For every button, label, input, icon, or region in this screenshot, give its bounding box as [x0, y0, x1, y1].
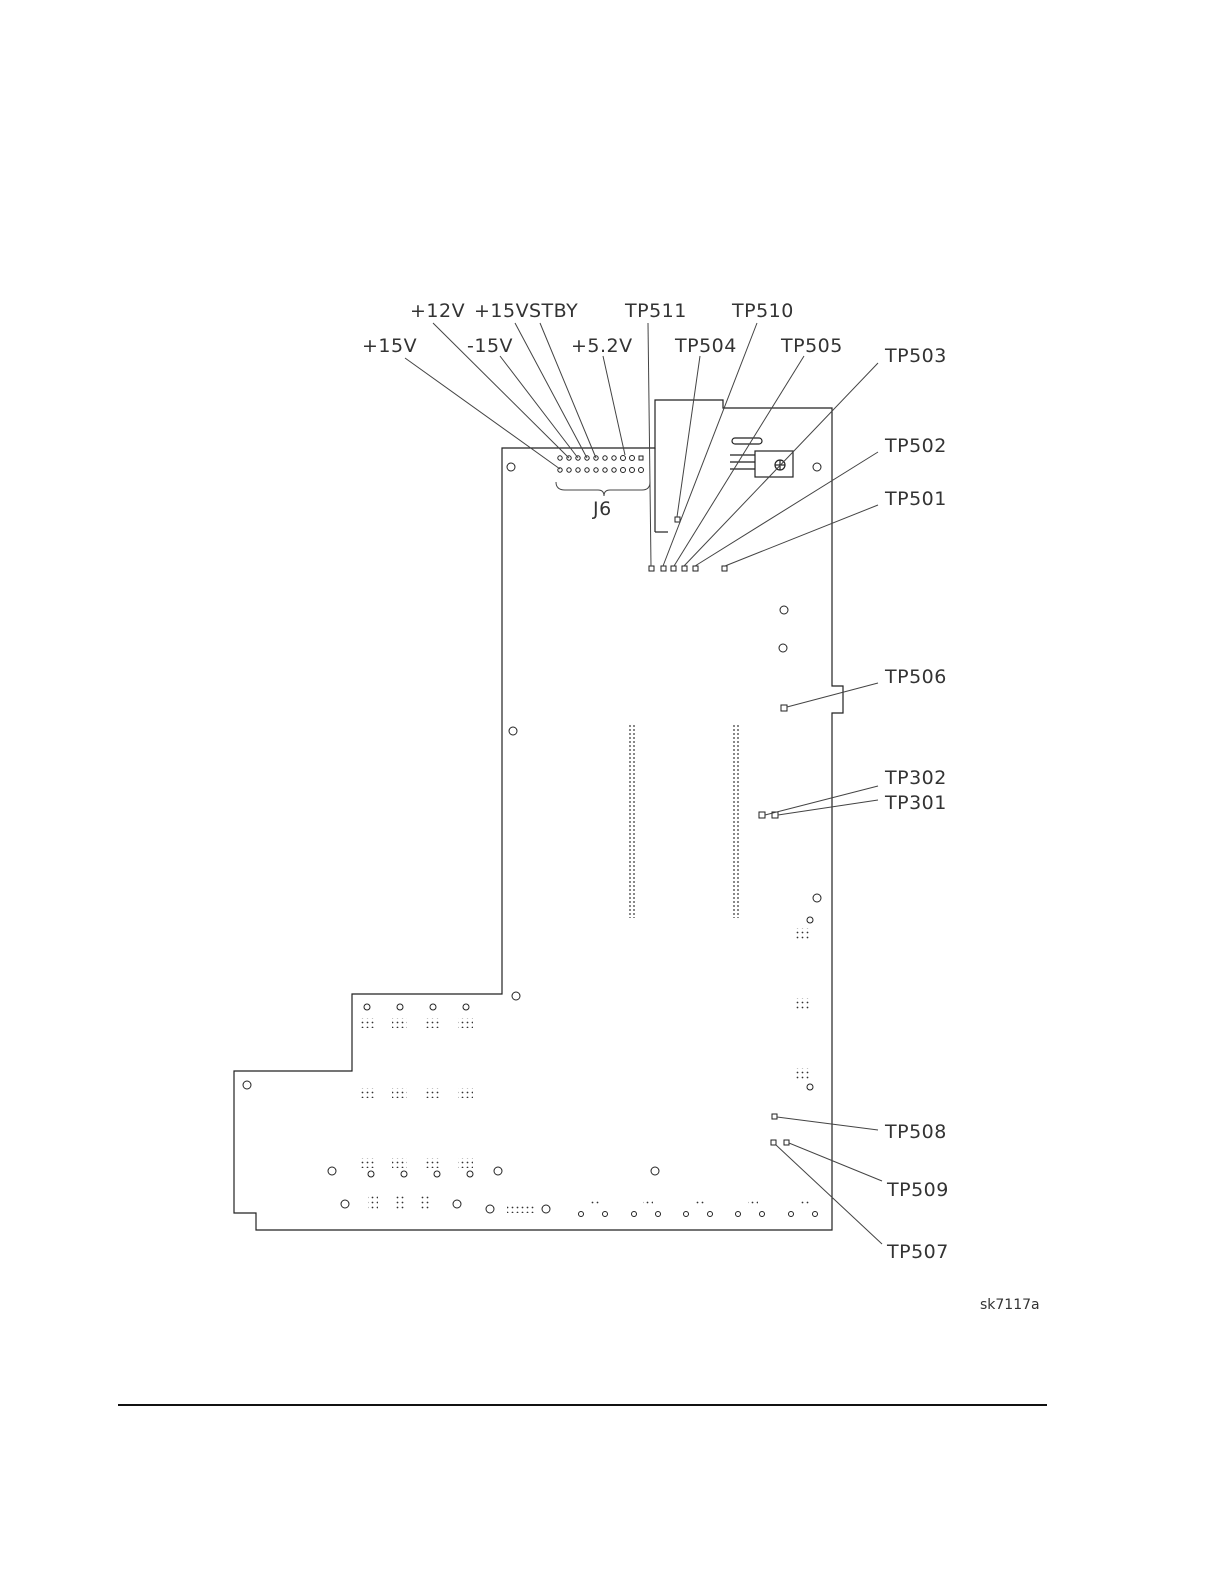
j6-connector: [556, 456, 650, 497]
label-tp505: TP505: [780, 335, 843, 357]
label-tp502: TP502: [884, 435, 947, 457]
label-plus-15v: +15V: [474, 300, 529, 322]
label-tp506: TP506: [884, 666, 947, 688]
label-tp503: TP503: [884, 345, 947, 367]
leader-lines: [405, 323, 882, 1244]
voltage-regulator: [730, 438, 793, 477]
footer-rule: [118, 1404, 1047, 1406]
board-outline: [234, 400, 843, 1230]
j6-label: J6: [592, 498, 612, 520]
label-tp504: TP504: [674, 335, 737, 357]
label-plus-15v-left: +15V: [362, 335, 417, 357]
label-tp302: TP302: [884, 767, 947, 789]
connector-pin-header-left: [627, 724, 635, 918]
test-point-pads: [649, 517, 789, 1145]
label-tp301: TP301: [884, 792, 947, 814]
label-tp508: TP508: [884, 1121, 947, 1143]
label-tp511: TP511: [624, 300, 687, 322]
label-plus-5-2v: +5.2V: [571, 335, 633, 357]
connector-pin-header-right: [732, 724, 740, 918]
label-tp501: TP501: [884, 488, 947, 510]
label-tp510: TP510: [731, 300, 794, 322]
label-plus-12v: +12V: [410, 300, 465, 322]
figure-reference: sk7117a: [980, 1297, 1040, 1313]
label-stby: STBY: [529, 300, 578, 322]
label-minus-15v: -15V: [467, 335, 513, 357]
component-clusters: [359, 917, 818, 1217]
label-tp507: TP507: [886, 1241, 949, 1263]
label-tp509: TP509: [886, 1179, 949, 1201]
